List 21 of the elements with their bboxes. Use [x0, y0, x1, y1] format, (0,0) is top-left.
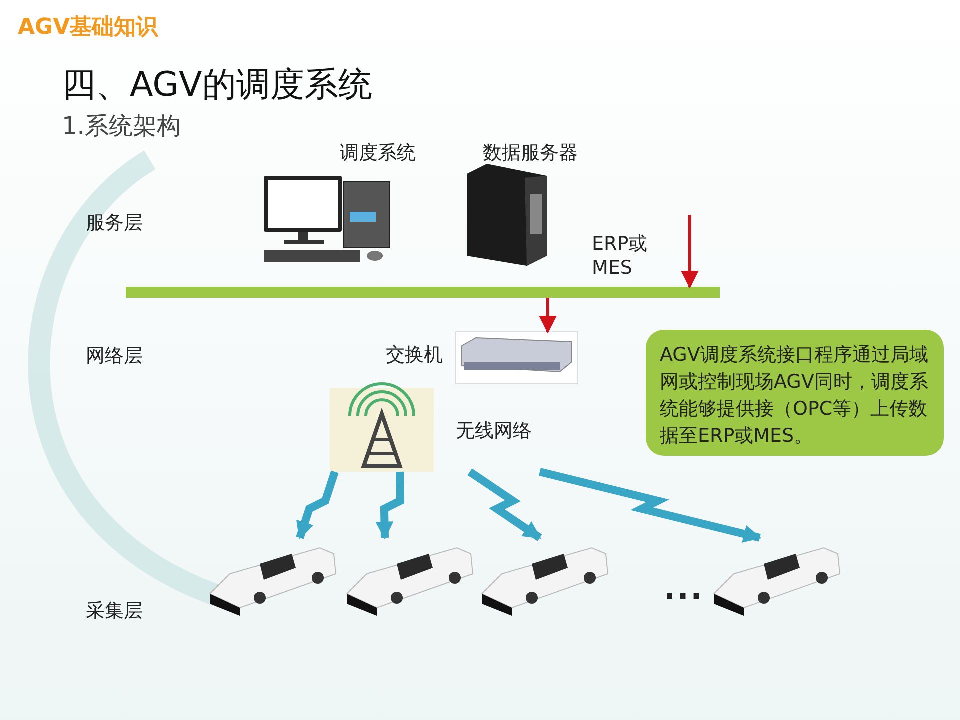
callout-text: AGV调度系统接口程序通过局域网或控制现场AGV同时，调度系统能够提供接（OPC等）上传数据至ERP或MES。 [660, 343, 930, 449]
device-caption: 数据服务器 [483, 141, 578, 166]
device-caption: 调度系统 [340, 141, 416, 166]
slide-title: 四、AGV的调度系统 [62, 64, 372, 107]
network-bus-bar [126, 287, 720, 298]
arrow [539, 298, 557, 334]
section-heading: 1.系统架构 [62, 111, 181, 142]
system-label: ERP或 MES [592, 232, 649, 280]
callout-box [646, 330, 944, 456]
lightning-arrow [376, 472, 405, 540]
lightning-arrow [468, 468, 542, 542]
arrow [681, 215, 699, 289]
ellipsis-text: ... [664, 572, 704, 607]
layer-label: 网络层 [86, 344, 143, 369]
layer-label: 服务层 [86, 211, 143, 236]
layer-label: 采集层 [86, 599, 143, 624]
device-caption: 无线网络 [456, 419, 532, 444]
lightning-arrow [539, 468, 762, 543]
header-text: AGV基础知识 [18, 14, 158, 42]
device-caption: 交换机 [386, 343, 443, 368]
lightning-arrow [296, 470, 339, 540]
